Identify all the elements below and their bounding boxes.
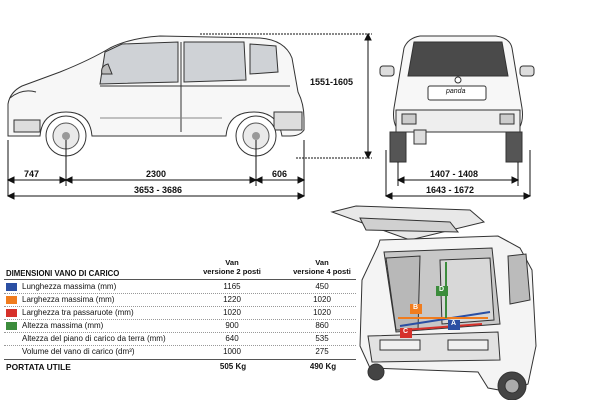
rear-view-car xyxy=(379,35,535,163)
col1-header: Van versione 2 posti xyxy=(192,258,272,276)
width-dimension: 1643 - 1672 xyxy=(426,185,475,195)
col1-header-line1: Van xyxy=(225,258,239,267)
row-divider xyxy=(4,345,356,346)
swatch-width xyxy=(6,296,17,304)
row-label: Lunghezza massima (mm) xyxy=(22,282,117,291)
col2-header-line2: versione 4 posti xyxy=(293,267,351,276)
swatch-length xyxy=(6,283,17,291)
row-v4: 535 xyxy=(315,334,329,343)
row-v4: 275 xyxy=(315,347,329,356)
row-v4: 860 xyxy=(315,321,329,330)
row-label: Larghezza massima (mm) xyxy=(22,295,115,304)
row-label: Altezza massima (mm) xyxy=(22,321,104,330)
side-view-car xyxy=(7,35,305,137)
row-v2: 1220 xyxy=(223,295,241,304)
row-label: Larghezza tra passaruote (mm) xyxy=(22,308,134,317)
swatch-wheel-arch-width xyxy=(6,309,17,317)
row-divider xyxy=(4,332,356,333)
col2-header-line1: Van xyxy=(315,258,329,267)
row-v4: 1020 xyxy=(313,308,331,317)
row-v2: 1165 xyxy=(223,282,241,291)
rear-view-dimension-lines xyxy=(384,150,532,200)
row-label: Altezza del piano di carico da terra (mm… xyxy=(22,334,166,343)
table-title: DIMENSIONI VANO DI CARICO xyxy=(6,269,120,278)
swatch-height xyxy=(6,322,17,330)
payload-label: PORTATA UTILE xyxy=(6,362,71,372)
marker-a-label: A xyxy=(451,320,457,327)
cargo-markers xyxy=(400,286,460,338)
row-v4: 450 xyxy=(315,282,329,291)
table-footer-divider xyxy=(4,359,356,360)
payload-v4: 490 Kg xyxy=(309,362,337,371)
table-header-divider xyxy=(4,279,356,280)
wheelbase-dimension: 2300 xyxy=(146,169,167,179)
height-dimension: 1551-1605 xyxy=(310,77,354,87)
marker-c-label: C xyxy=(403,328,409,335)
front-overhang-dimension: 747 xyxy=(24,169,40,179)
total-length-dimension: 3653 - 3686 xyxy=(134,185,183,195)
cargo-area-perspective xyxy=(330,205,537,400)
row-divider xyxy=(4,319,356,320)
row-divider xyxy=(4,293,356,294)
marker-d-label: D xyxy=(439,286,445,293)
row-divider xyxy=(4,306,356,307)
rear-overhang-dimension: 606 xyxy=(272,169,288,179)
row-label: Volume del vano di carico (dm³) xyxy=(22,347,135,356)
row-v2: 1020 xyxy=(223,308,241,317)
col1-header-line2: versione 2 posti xyxy=(203,267,261,276)
row-v2: 900 xyxy=(225,321,239,330)
row-v2: 1000 xyxy=(223,347,241,356)
col2-header: Van versione 4 posti xyxy=(282,258,362,276)
rear-badge: panda xyxy=(446,88,466,95)
payload-v2: 505 Kg xyxy=(219,362,247,371)
marker-b-label: B xyxy=(413,304,419,311)
row-v2: 640 xyxy=(225,334,239,343)
side-view-rear-wheel xyxy=(235,115,277,157)
side-view-dimension-lines xyxy=(6,32,372,200)
track-dimension: 1407 - 1408 xyxy=(430,169,479,179)
row-v4: 1020 xyxy=(313,295,331,304)
side-view-front-wheel xyxy=(45,115,87,157)
